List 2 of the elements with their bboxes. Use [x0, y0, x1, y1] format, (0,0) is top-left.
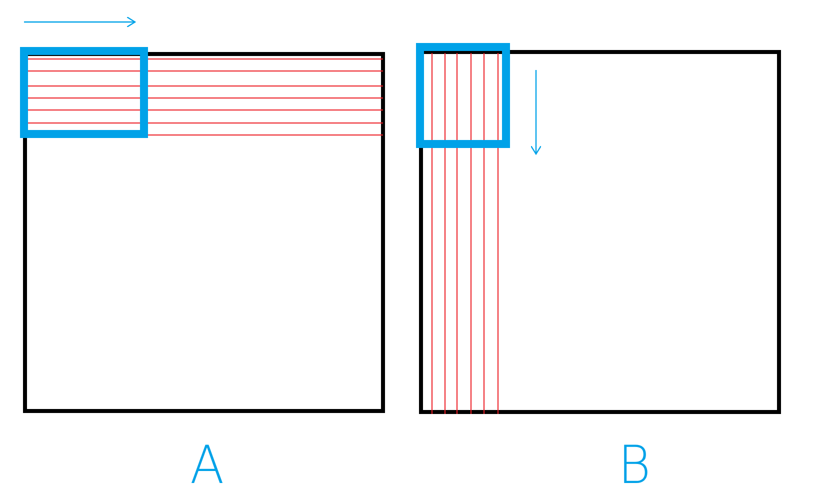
panel-label: A: [190, 438, 224, 492]
panel-label: B: [618, 438, 651, 492]
